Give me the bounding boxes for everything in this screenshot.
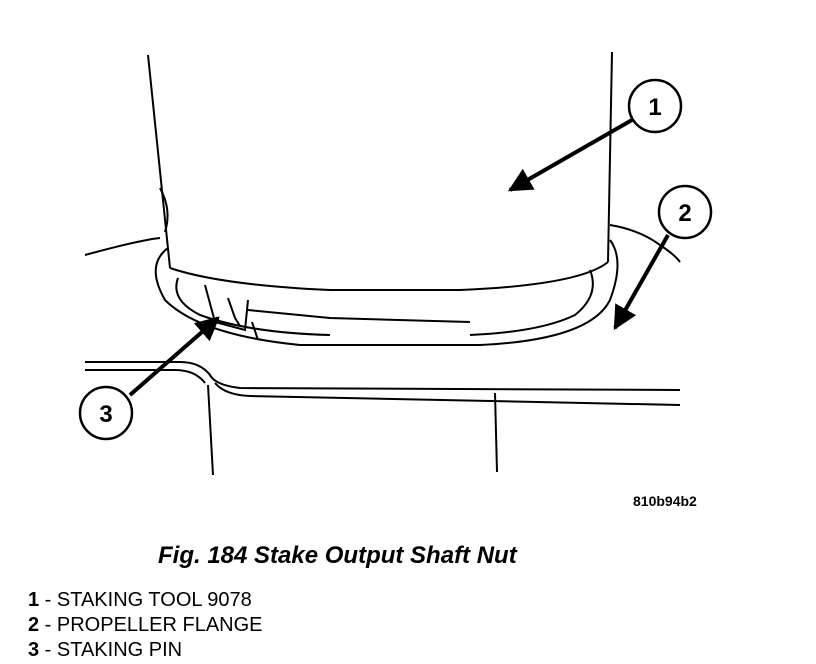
- legend-text: - PROPELLER FLANGE: [39, 614, 263, 636]
- arrow-3: [128, 316, 220, 397]
- legend-number: 1: [28, 589, 40, 611]
- figure-id: 810b94b2: [633, 493, 697, 509]
- technical-illustration: 1 2 3: [78, 51, 713, 476]
- legend-item: 2 - PROPELLER FLANGE: [28, 613, 263, 638]
- legend-item: 3 - STAKING PIN: [28, 638, 263, 663]
- propeller-flange: [84, 224, 681, 476]
- callout-3-label: 3: [99, 401, 112, 428]
- legend-text: - STAKING TOOL 9078: [39, 589, 252, 611]
- legend-number: 2: [28, 614, 40, 636]
- callout-1-label: 1: [648, 94, 661, 121]
- arrow-1: [507, 118, 633, 192]
- staking-tool: [147, 51, 613, 341]
- legend-text: - STAKING PIN: [39, 639, 183, 661]
- callout-arrows: [128, 118, 670, 397]
- legend-item: 1 - STAKING TOOL 9078: [28, 588, 263, 613]
- legend-number: 3: [28, 639, 40, 661]
- arrow-2: [613, 234, 670, 331]
- callout-3: 3: [78, 385, 134, 441]
- callout-1: 1: [627, 78, 683, 134]
- callout-2: 2: [657, 184, 713, 240]
- figure-caption: Fig. 184 Stake Output Shaft Nut: [158, 542, 517, 569]
- legend: 1 - STAKING TOOL 9078 2 - PROPELLER FLAN…: [28, 588, 263, 663]
- callout-2-label: 2: [678, 200, 691, 227]
